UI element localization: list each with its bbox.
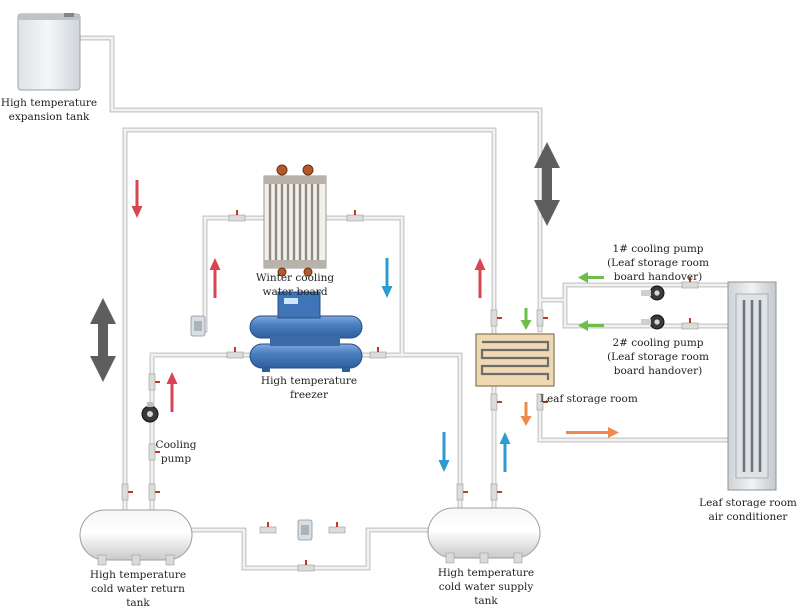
leaf-storage-room-exchanger-icon	[475, 333, 555, 387]
flow-arrow-left-icon	[578, 320, 604, 331]
flow-arrow-up-icon	[166, 372, 178, 412]
valve-icon	[490, 483, 502, 501]
valve-icon	[536, 309, 548, 327]
flow-arrow-down-icon	[438, 432, 450, 472]
flow-arrow-down-icon	[381, 258, 393, 298]
valve-icon	[490, 309, 502, 327]
filter-icon	[190, 315, 206, 337]
valve-icon	[328, 522, 346, 534]
high-temperature-freezer-icon	[249, 291, 363, 372]
leaf-room-label: Leaf storage room	[540, 393, 638, 405]
supply-tank-icon	[427, 507, 541, 564]
double-arrow-icon	[534, 142, 560, 226]
valve-icon	[681, 277, 699, 289]
flow-arrow-down-icon	[131, 180, 143, 218]
valves	[121, 210, 699, 572]
return-tank-icon	[79, 509, 193, 566]
valve-icon	[490, 393, 502, 411]
flow-arrow-right-icon	[566, 427, 619, 438]
air-conditioner-icon	[727, 281, 777, 491]
filter-icon	[297, 519, 313, 541]
valve-icon	[456, 483, 468, 501]
expansion-tank-icon	[17, 13, 81, 91]
valve-icon	[226, 347, 244, 359]
cooling-pump-2-icon	[641, 314, 665, 330]
valve-icon	[148, 483, 160, 501]
double-arrow-icon	[90, 298, 116, 382]
valve-icon	[369, 347, 387, 359]
cooling-pump-icon	[141, 402, 159, 423]
valve-icon	[297, 560, 315, 572]
valve-icon	[259, 522, 277, 534]
flow-arrow-left-icon	[578, 272, 604, 283]
valve-icon	[148, 443, 160, 461]
valve-icon	[681, 318, 699, 330]
flow-arrow-down-icon	[520, 402, 532, 426]
flow-arrow-up-icon	[209, 258, 221, 298]
valve-icon	[228, 210, 246, 222]
flow-arrows	[90, 142, 619, 472]
winter-cooling-board-icon	[263, 164, 327, 277]
valve-icon	[536, 393, 548, 411]
valve-icon	[121, 483, 133, 501]
cooling-pump-1-icon	[641, 285, 665, 301]
pipe-network	[79, 35, 738, 571]
valve-icon	[346, 210, 364, 222]
flow-arrow-down-icon	[520, 308, 532, 330]
flow-arrow-up-icon	[474, 258, 486, 298]
valve-icon	[148, 373, 160, 391]
flow-arrow-up-icon	[499, 432, 511, 472]
